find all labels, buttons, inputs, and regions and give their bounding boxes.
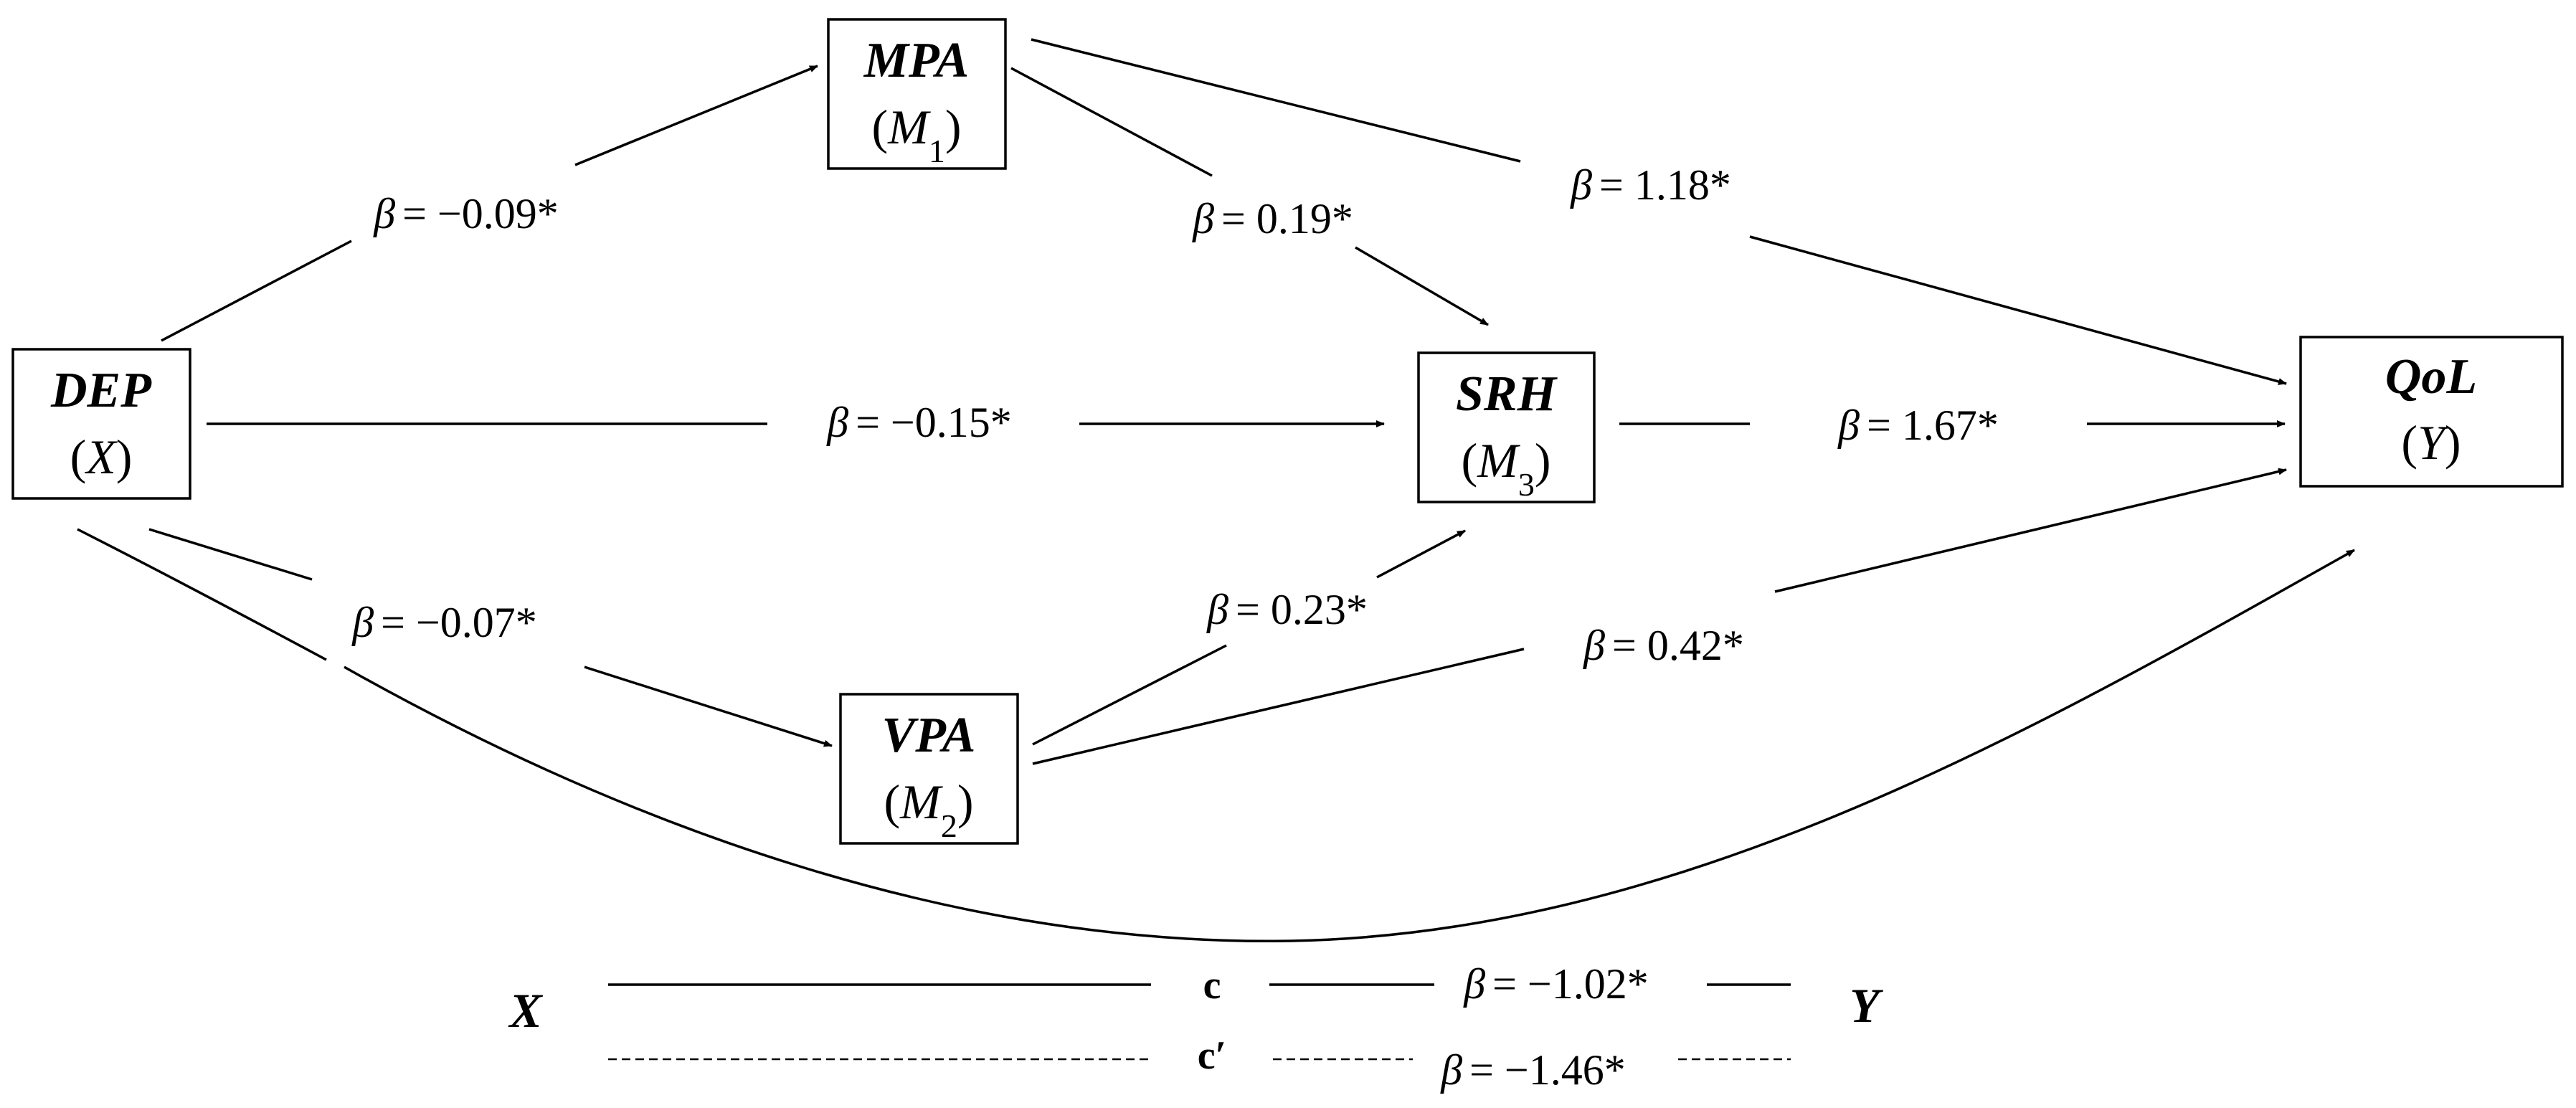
node-mpa: MPA (M1) (827, 18, 1007, 170)
node-dep-title: DEP (50, 363, 152, 418)
coef-vpa-qol: β= 0.42* (1583, 622, 1744, 669)
edge-dep-qol-curve-tail (77, 528, 327, 661)
node-vpa: VPA (M2) (839, 693, 1019, 845)
legend-total-label: c (1203, 963, 1221, 1008)
coef-mpa-qol: β= 1.18* (1570, 161, 1731, 209)
legend-y-label: Y (1850, 978, 1883, 1033)
legend-direct-label: c′ (1198, 1033, 1227, 1078)
node-vpa-title: VPA (882, 708, 976, 763)
node-qol-variable: (Y) (2401, 415, 2461, 470)
node-mpa-title: MPA (863, 33, 970, 88)
node-srh-title: SRH (1456, 366, 1558, 422)
effect-legend: X Y c β= −1.02* c′ β= −1.46* (508, 960, 1883, 1094)
legend-x-label: X (508, 983, 543, 1038)
edge-mpa-qol-tail (1031, 38, 1521, 163)
node-mpa-variable: (M1) (872, 100, 962, 169)
edge-vpa-srh-head (1376, 529, 1466, 579)
coef-dep-vpa: β= −0.07* (351, 599, 537, 646)
edge-mpa-qol-head (1749, 235, 2287, 385)
coef-srh-qol: β= 1.67* (1837, 402, 1999, 449)
edge-dep-mpa-head (574, 65, 818, 166)
node-dep: DEP (X) (11, 348, 191, 500)
coef-dep-mpa: β= −0.09* (373, 190, 559, 237)
edge-dep-mpa-tail (161, 240, 352, 342)
node-dep-variable: (X) (70, 430, 133, 484)
node-vpa-variable: (M2) (884, 775, 974, 844)
edge-vpa-qol-tail (1032, 648, 1525, 765)
edge-dep-vpa-tail (148, 528, 313, 581)
edge-mpa-srh-head (1355, 246, 1489, 326)
node-qol: QoL (Y) (2299, 336, 2564, 488)
edge-vpa-srh-tail (1032, 644, 1227, 746)
coef-vpa-srh: β= 0.23* (1206, 586, 1368, 633)
edge-dep-qol-curve-head (344, 549, 2355, 943)
edge-dep-vpa-head (584, 666, 833, 747)
edge-mpa-srh-tail (1010, 67, 1213, 177)
legend-direct-value: β= −1.46* (1440, 1046, 1626, 1094)
edge-vpa-qol-head (1774, 468, 2287, 593)
coef-mpa-srh: β= 0.19* (1192, 195, 1353, 242)
node-srh: SRH (M3) (1417, 351, 1596, 503)
node-qol-title: QoL (2385, 349, 2477, 404)
legend-total-value: β= −1.02* (1463, 960, 1649, 1008)
coef-dep-srh: β= −0.15* (826, 399, 1012, 446)
node-srh-variable: (M3) (1462, 433, 1551, 503)
